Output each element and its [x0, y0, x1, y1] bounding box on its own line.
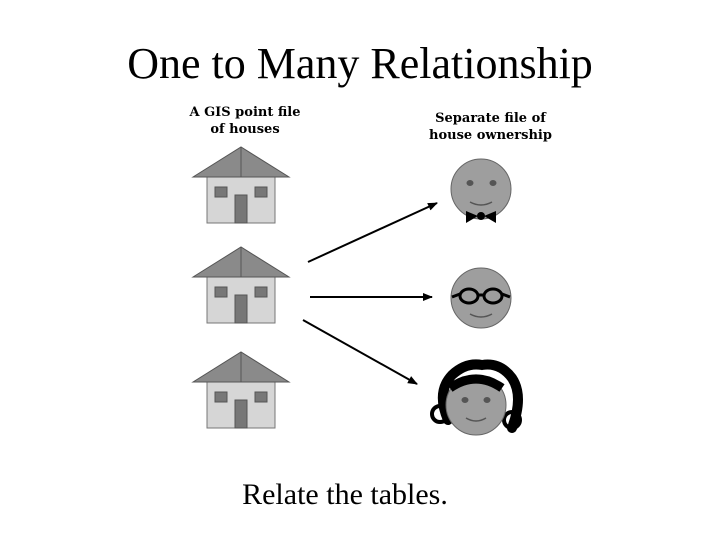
house-icon	[192, 351, 290, 429]
houses-label-line2: of houses	[210, 122, 280, 137]
houses-label-line1: A GIS point file	[189, 105, 301, 120]
house-icon	[192, 246, 290, 324]
face-with-bowtie-icon	[450, 158, 512, 223]
house-icon	[192, 146, 290, 224]
slide-caption: Relate the tables.	[242, 478, 448, 511]
ownership-label-line2: house ownership	[429, 128, 552, 143]
face-with-curly-hair-icon	[430, 359, 523, 436]
ownership-file-label: Separate file of house ownership	[418, 110, 563, 144]
slide-title: One to Many Relationship	[127, 39, 593, 88]
ownership-label-line1: Separate file of	[435, 111, 546, 126]
relation-arrow	[302, 319, 418, 385]
face-with-glasses-icon	[450, 267, 512, 329]
relation-arrow	[307, 202, 438, 263]
houses-file-label: A GIS point file of houses	[175, 104, 315, 138]
